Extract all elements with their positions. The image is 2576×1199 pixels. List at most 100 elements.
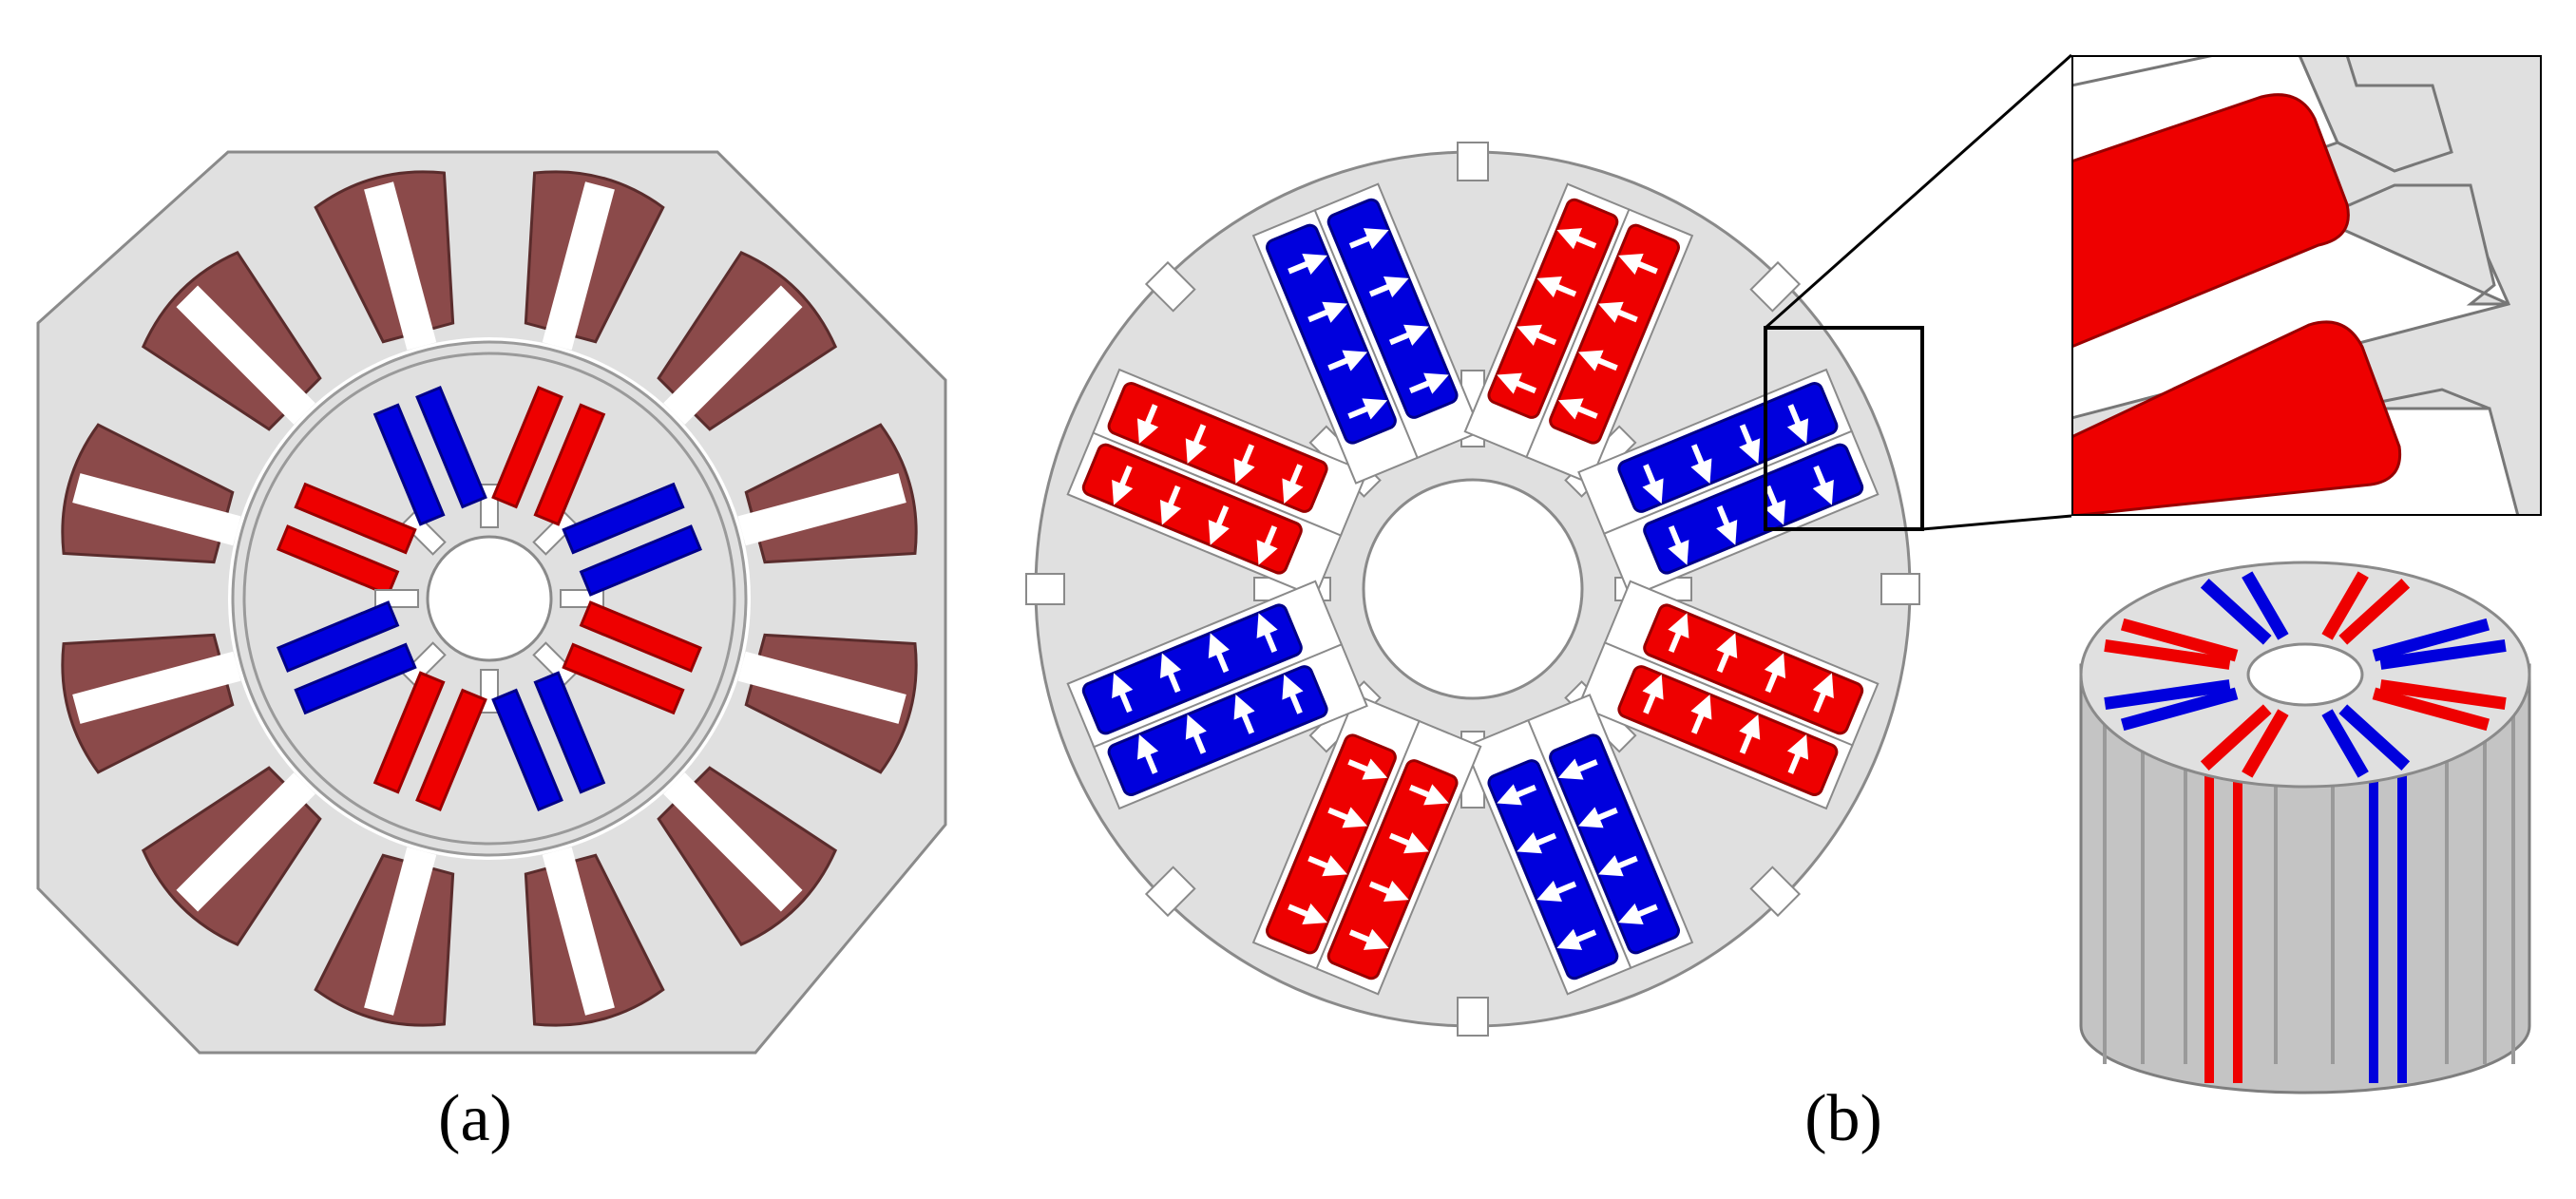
blue-magnet <box>1266 223 1397 445</box>
blue-magnet <box>2104 679 2231 711</box>
rotor-poles <box>1066 182 1880 996</box>
red-magnet <box>2204 722 2214 1083</box>
blue-magnet <box>491 688 563 811</box>
slot-opening <box>542 847 615 1016</box>
red-magnet <box>415 688 487 811</box>
red-magnet <box>2379 679 2507 711</box>
inset-magnet-lower <box>2071 320 2402 516</box>
stator-slot <box>657 766 838 947</box>
magnetization-arrow-icon <box>1408 784 1449 806</box>
magnetization-arrow-icon <box>1618 253 1658 276</box>
stator-slots <box>61 170 918 1027</box>
magnetization-arrow-icon <box>1388 324 1429 346</box>
magnetization-arrow-icon <box>1307 855 1348 877</box>
magnetization-arrow-icon <box>1764 485 1786 525</box>
inset-magnet-upper <box>2071 93 2350 349</box>
blue-magnet <box>2200 579 2272 645</box>
magnetization-arrow-icon <box>1348 228 1389 250</box>
magnetization-arrow-icon <box>1288 253 1327 276</box>
blue-magnet <box>2321 709 2369 778</box>
rotor-pole-b <box>1251 182 1482 485</box>
magnetization-arrow-icon <box>1282 674 1304 714</box>
zoom-frame <box>1764 326 1924 531</box>
stator-slot <box>737 633 918 774</box>
magnetization-arrow-icon <box>1642 464 1664 504</box>
blue-magnet <box>294 642 417 715</box>
blue-magnet <box>1107 665 1328 796</box>
slot-opening <box>663 772 803 912</box>
red-magnet <box>1266 733 1397 955</box>
cylinder-top-magnets <box>2104 571 2507 778</box>
magnetization-arrow-icon <box>1812 673 1834 714</box>
magnetization-arrow-icon <box>1233 444 1255 485</box>
rotor-pole-b <box>1251 694 1482 996</box>
magnetization-arrow-icon <box>1739 424 1761 465</box>
slot-opening <box>737 651 906 724</box>
magnetization-arrow-icon <box>1256 524 1278 565</box>
stator-slot <box>61 633 241 774</box>
stator-slot <box>314 847 455 1027</box>
rotor-pole-a <box>372 386 499 528</box>
magnetization-arrow-icon <box>1536 276 1577 298</box>
red-magnet <box>2200 704 2272 771</box>
blue-magnet <box>1549 733 1680 955</box>
magnetization-arrow-icon <box>1786 404 1809 444</box>
rotor-pole-a <box>372 641 487 811</box>
slot-opening <box>364 847 437 1016</box>
magnetization-arrow-icon <box>1517 832 1557 854</box>
blue-magnet <box>372 403 446 526</box>
red-magnet <box>1487 198 1619 419</box>
magnetization-arrow-icon <box>1408 372 1449 394</box>
magnetization-arrow-icon <box>1233 694 1255 734</box>
zoom-line-top <box>1765 53 2072 330</box>
red-magnet <box>1643 603 1864 735</box>
magnetization-arrow-icon <box>1112 673 1134 714</box>
slot-opening <box>737 473 906 546</box>
magnetization-arrow-icon <box>1136 404 1159 444</box>
blue-magnet <box>1643 443 1864 575</box>
red-magnet <box>2321 571 2369 640</box>
rotor-notch <box>401 641 447 687</box>
blue-magnet <box>2379 638 2507 670</box>
magnetization-arrow-icon <box>1288 903 1327 925</box>
magnetization-arrow-icon <box>1577 350 1618 371</box>
magnetization-arrow-icon <box>1668 524 1689 565</box>
red-magnet <box>533 403 606 526</box>
rotor-notch <box>532 641 578 687</box>
zoom-line-bottom <box>1921 514 2072 531</box>
red-magnet <box>277 524 400 597</box>
rotor-magnets <box>277 386 702 811</box>
magnetization-arrow-icon <box>1517 324 1557 346</box>
magnetization-arrow-icon <box>1557 398 1598 420</box>
blue-magnet <box>2369 722 2378 1083</box>
rotor-pole-a <box>277 482 447 597</box>
magnetization-arrow-icon <box>1556 928 1597 950</box>
red-magnet <box>579 600 702 673</box>
caption-a: (a) <box>438 1082 512 1155</box>
rotor-pole-b <box>1577 580 1880 810</box>
magnetization-arrow-icon <box>1497 372 1537 394</box>
magnetization-arrow-icon <box>1136 734 1159 774</box>
blue-magnet <box>415 386 487 509</box>
rotor-3d-icon <box>2079 561 2531 1094</box>
magnetization-arrow-icon <box>1256 613 1278 654</box>
shaft-hole <box>426 535 553 662</box>
stator-slot <box>657 250 838 431</box>
blue-magnet <box>2120 687 2239 732</box>
shaft-hole-b <box>1362 478 1584 700</box>
red-magnet <box>1549 223 1680 445</box>
slot-opening <box>176 772 315 912</box>
magnetization-arrow-icon <box>1368 880 1409 903</box>
magnetization-arrow-icon <box>1764 653 1786 694</box>
slot-opening <box>72 473 241 546</box>
red-magnet <box>2120 618 2239 662</box>
magnetization-arrow-icon <box>1668 613 1689 654</box>
blue-magnet <box>1326 198 1459 419</box>
magnetization-arrow-icon <box>1497 784 1537 806</box>
stator-slot <box>141 250 322 431</box>
blue-magnet <box>562 482 685 555</box>
blue-magnet <box>1617 382 1839 513</box>
red-magnet <box>2104 638 2231 670</box>
magnetization-arrow-icon <box>1208 504 1230 545</box>
panel-a: (a) <box>36 150 947 1155</box>
